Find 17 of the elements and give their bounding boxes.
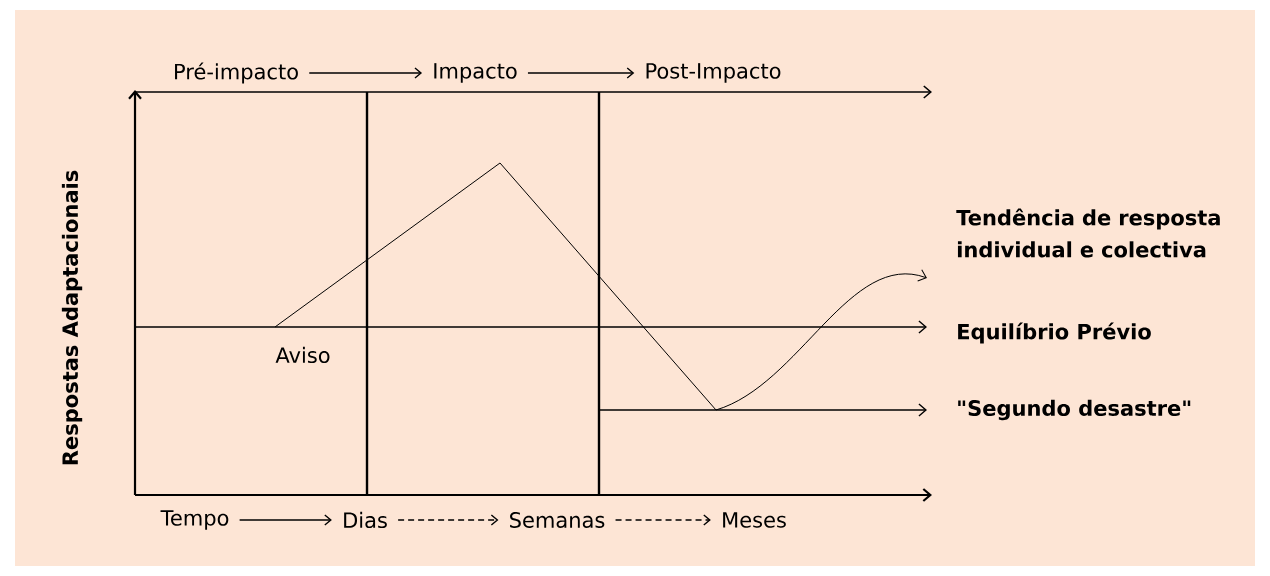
phase-label: Post-Impacto [646,63,781,83]
axis-title: Respostas Adaptacionais [61,170,83,465]
curve-label: "Segundo desastre" [958,399,1191,421]
phase-label: Dias [344,511,387,529]
arrow [614,514,711,526]
arrow [397,514,499,526]
curve-label: Equilíbrio Prévio [958,322,1151,344]
phase-label: Meses [723,512,786,528]
curve-label: Tendência de resposta individual e colectiva [956,208,1220,258]
arrow [308,67,423,79]
phase-label: Semanas [510,512,605,528]
annotation: Aviso [275,346,330,364]
arrow [527,67,635,79]
phase-label: Pré-impacto [175,62,298,84]
arrow [238,514,332,526]
phase-label: Impacto [434,63,517,83]
phase-label: Tempo [160,510,229,530]
